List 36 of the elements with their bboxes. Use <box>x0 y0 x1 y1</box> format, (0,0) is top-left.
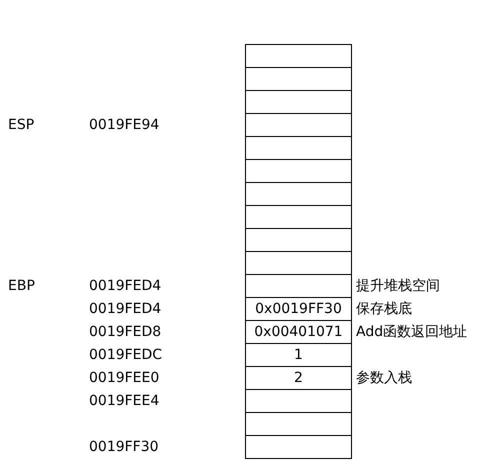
stack-slot <box>245 412 352 436</box>
stack-slot <box>245 228 352 252</box>
stack-slot <box>245 136 352 160</box>
stack-slot <box>245 44 352 68</box>
stack-slot <box>245 113 352 137</box>
stack-slot <box>245 320 352 344</box>
slot-value: 0x00401071 <box>253 323 344 341</box>
slot-value: 0x0019FF30 <box>254 300 343 318</box>
memory-address: 0019FEDC <box>89 346 162 364</box>
stack-slot <box>245 251 352 275</box>
annotation: 参数入栈 <box>356 369 412 387</box>
stack-slot <box>245 182 352 206</box>
stack-slot <box>245 67 352 91</box>
stack-slot <box>245 389 352 413</box>
stack-slot <box>245 90 352 114</box>
memory-address: 0019FEE0 <box>89 369 160 387</box>
stack-slot <box>245 297 352 321</box>
memory-address: 0019FED4 <box>89 277 162 295</box>
stack-slot <box>245 435 352 459</box>
annotation: Add函数返回地址 <box>356 323 468 341</box>
annotation: 保存栈底 <box>356 300 412 318</box>
memory-address: 0019FEE4 <box>89 392 160 410</box>
memory-address: 0019FF30 <box>89 438 159 456</box>
memory-address: 0019FED8 <box>89 323 162 341</box>
slot-value: 2 <box>293 369 304 387</box>
annotation: 提升堆栈空间 <box>356 277 440 295</box>
slot-value: 1 <box>293 346 304 364</box>
stack-slot <box>245 159 352 183</box>
stack-slot <box>245 343 352 367</box>
stack-slot <box>245 274 352 298</box>
stack-slot <box>245 205 352 229</box>
register-name: EBP <box>8 277 35 295</box>
register-name: ESP <box>8 116 34 134</box>
memory-address: 0019FED4 <box>89 300 162 318</box>
memory-address: 0019FE94 <box>89 116 160 134</box>
stack-slot <box>245 366 352 390</box>
